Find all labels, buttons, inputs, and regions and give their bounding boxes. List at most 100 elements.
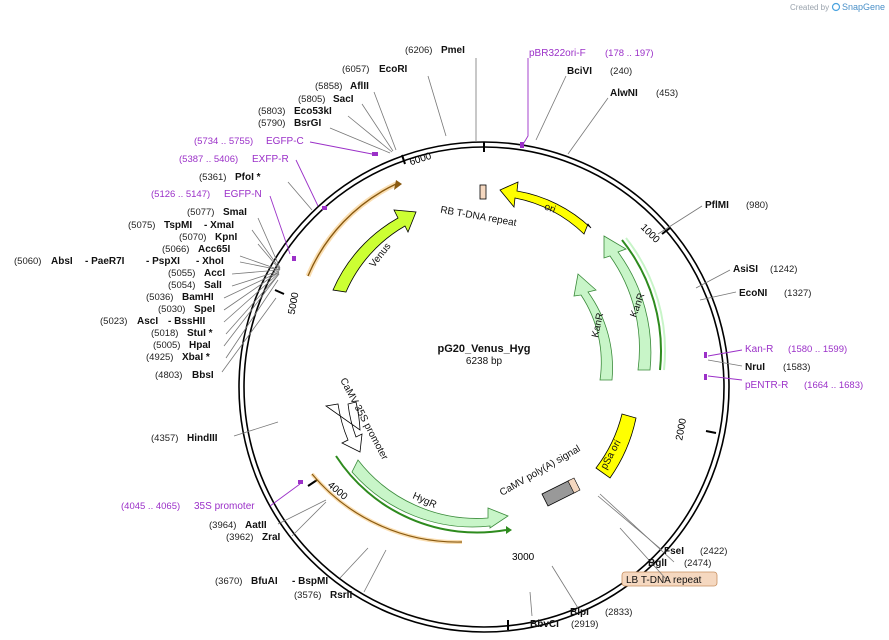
feature-psa-ori[interactable]: pSa ori — [595, 413, 637, 479]
site-krui[interactable]: NruI (1583) — [745, 362, 810, 373]
site-acci[interactable]: (5055) AccI — [168, 268, 225, 279]
site-absi[interactable]: (5060) AbsI - PaeR7I - PspXI - XhoI — [14, 256, 224, 267]
tick-5000 — [274, 289, 285, 295]
site-pos-acc65i: (5066) — [162, 244, 189, 255]
site-xbai[interactable]: (4925) XbaI * — [146, 352, 210, 363]
site-pos-kpni: (5070) — [179, 232, 206, 243]
site-pflmi[interactable]: PflMI (980) — [705, 200, 768, 211]
site-bbvci[interactable]: BbvCI (2919) — [530, 619, 598, 630]
primer-egfp-c[interactable]: (5734 .. 5755) EGFP-C — [194, 136, 304, 147]
site-name-hindiii: HindIII — [187, 433, 218, 444]
site-asci[interactable]: (5023) AscI - BssHII — [100, 316, 205, 327]
site-ecori[interactable]: (6057) EcoRI — [342, 64, 408, 75]
feature-label-rb-tdna: RB T-DNA repeat — [439, 205, 517, 229]
site-aflii[interactable]: (5858) AflII — [315, 81, 369, 92]
site-pos-bgli: (2474) — [684, 558, 711, 569]
site-name-asci: AscI — [137, 316, 158, 327]
primer-35s-promoter[interactable]: (4045 .. 4065) 35S promoter — [121, 501, 255, 512]
site-saci[interactable]: (5805) SacI — [298, 94, 354, 105]
site-pos-sali: (5054) — [168, 280, 195, 291]
hygr-orf-arrowhead — [506, 526, 512, 534]
snapgene-logo: SnapGene — [831, 2, 885, 12]
site-eco53ki[interactable]: (5803) Eco53kI — [258, 106, 332, 117]
site-tspmi[interactable]: (5075) TspMI - XmaI — [128, 220, 234, 231]
site-name-ecori: EcoRI — [379, 64, 408, 75]
site-name-bsrgi: BsrGI — [294, 118, 321, 129]
tick-6000 — [401, 154, 406, 165]
site-name-paer7i: - PaeR7I — [85, 256, 125, 267]
site-pos-fsei: (2422) — [700, 546, 727, 557]
site-pos-tspmi: (5075) — [128, 220, 155, 231]
site-asisi[interactable]: AsiSI (1242) — [733, 264, 797, 275]
site-pos-econi: (1327) — [784, 288, 811, 299]
site-kpni[interactable]: (5070) KpnI — [179, 232, 237, 243]
site-smai[interactable]: (5077) SmaI — [187, 207, 247, 218]
primer-name-kan-r: Kan-R — [745, 344, 773, 355]
site-rsrii[interactable]: (3576) RsrII — [294, 590, 352, 601]
site-stui[interactable]: (5018) StuI * — [151, 328, 213, 339]
site-sali[interactable]: (5054) SalI — [168, 280, 222, 291]
site-name-bgli: BglI — [648, 558, 667, 569]
primer-name-egfp-n: EGFP-N — [224, 189, 262, 200]
primer-pentr-r[interactable]: pENTR-R (1664 .. 1683) — [745, 380, 863, 391]
site-bamhi[interactable]: (5036) BamHI — [146, 292, 214, 303]
snapgene-brand: SnapGene — [842, 2, 885, 12]
site-pos-saci: (5805) — [298, 94, 325, 105]
site-acc65i[interactable]: (5066) Acc65I — [162, 244, 230, 255]
site-pos-bfuai: (3670) — [215, 576, 242, 587]
site-zrai[interactable]: (3962) ZraI — [226, 532, 281, 543]
feature-camv-polya[interactable]: CaMV poly(A) signal — [498, 443, 582, 507]
feature-kanr-inner[interactable]: KanR — [573, 273, 613, 381]
site-econi[interactable]: EcoNI (1327) — [739, 288, 811, 299]
primer-name-35s-promoter: 35S promoter — [194, 501, 255, 512]
site-bfuai[interactable]: (3670) BfuAI - BspMI — [215, 576, 328, 587]
site-name-bsshii: - BssHII — [168, 316, 205, 327]
site-spei[interactable]: (5030) SpeI — [158, 304, 215, 315]
site-hindiii[interactable]: (4357) HindIII — [151, 433, 218, 444]
site-name-bamhi: BamHI — [182, 292, 214, 303]
site-name-xbai: XbaI * — [182, 352, 210, 363]
site-pfoi[interactable]: (5361) PfoI * — [199, 172, 261, 183]
site-name-smai: SmaI — [223, 207, 247, 218]
site-pos-aflii: (5858) — [315, 81, 342, 92]
primer-kan-r[interactable]: Kan-R (1580 .. 1599) — [745, 344, 847, 355]
hygr-orange-orf-line-dark — [311, 473, 463, 543]
site-bbsi[interactable]: (4803) BbsI — [155, 370, 214, 381]
tick-2000 — [705, 430, 717, 434]
primer-pbr322ori-f[interactable]: pBR322ori-F (178 .. 197) — [529, 48, 654, 59]
site-pos-pflmi: (980) — [746, 200, 768, 211]
site-name-spei: SpeI — [194, 304, 215, 315]
site-name-acc65i: Acc65I — [198, 244, 230, 255]
site-pmei[interactable]: (6206) PmeI — [405, 45, 465, 56]
site-aatii[interactable]: (3964) AatII — [209, 520, 267, 531]
primer-range-egfp-c: (5734 .. 5755) — [194, 136, 253, 147]
site-bgli[interactable]: BglI (2474) — [648, 558, 711, 569]
primer-exfp-r[interactable]: (5387 .. 5406) EXFP-R — [179, 154, 289, 165]
primer-range-pentr-r: (1664 .. 1683) — [804, 380, 863, 391]
site-alwni[interactable]: AlwNI (453) — [610, 88, 678, 99]
site-name-pspxi: - PspXI — [146, 256, 180, 267]
feature-hygr[interactable]: HygR — [351, 459, 509, 529]
primer-egfp-n[interactable]: (5126 .. 5147) EGFP-N — [151, 189, 262, 200]
site-bcivi[interactable]: BciVI (240) — [567, 66, 632, 77]
site-pos-hpai: (5005) — [153, 340, 180, 351]
plasmid-name: pG20_Venus_Hyg — [438, 343, 531, 355]
feature-kanr-outer[interactable]: KanR — [603, 235, 652, 371]
site-name-bbvci: BbvCI — [530, 619, 559, 630]
site-pos-zrai: (3962) — [226, 532, 253, 543]
feature-camv-promoter[interactable]: CaMV 35S promoter — [324, 376, 390, 462]
site-blpi[interactable]: BlpI (2833) — [570, 607, 632, 618]
site-pos-alwni: (453) — [656, 88, 678, 99]
primer-range-exfp-r: (5387 .. 5406) — [179, 154, 238, 165]
site-name-pfoi: PfoI * — [235, 172, 261, 183]
site-name-pflmi: PflMI — [705, 200, 729, 211]
feature-lb-tdna-repeat[interactable]: LB T-DNA repeat — [621, 571, 718, 587]
feature-ori[interactable]: ori — [499, 181, 592, 235]
site-pos-asci: (5023) — [100, 316, 127, 327]
site-hpai[interactable]: (5005) HpaI — [153, 340, 211, 351]
site-name-bspmi: - BspMI — [292, 576, 328, 587]
site-fsei[interactable]: FseI (2422) — [664, 546, 727, 557]
credit-text: Created by — [790, 3, 829, 12]
primer-name-pbr322ori-f: pBR322ori-F — [529, 48, 586, 59]
site-bsrgi[interactable]: (5790) BsrGI — [258, 118, 321, 129]
